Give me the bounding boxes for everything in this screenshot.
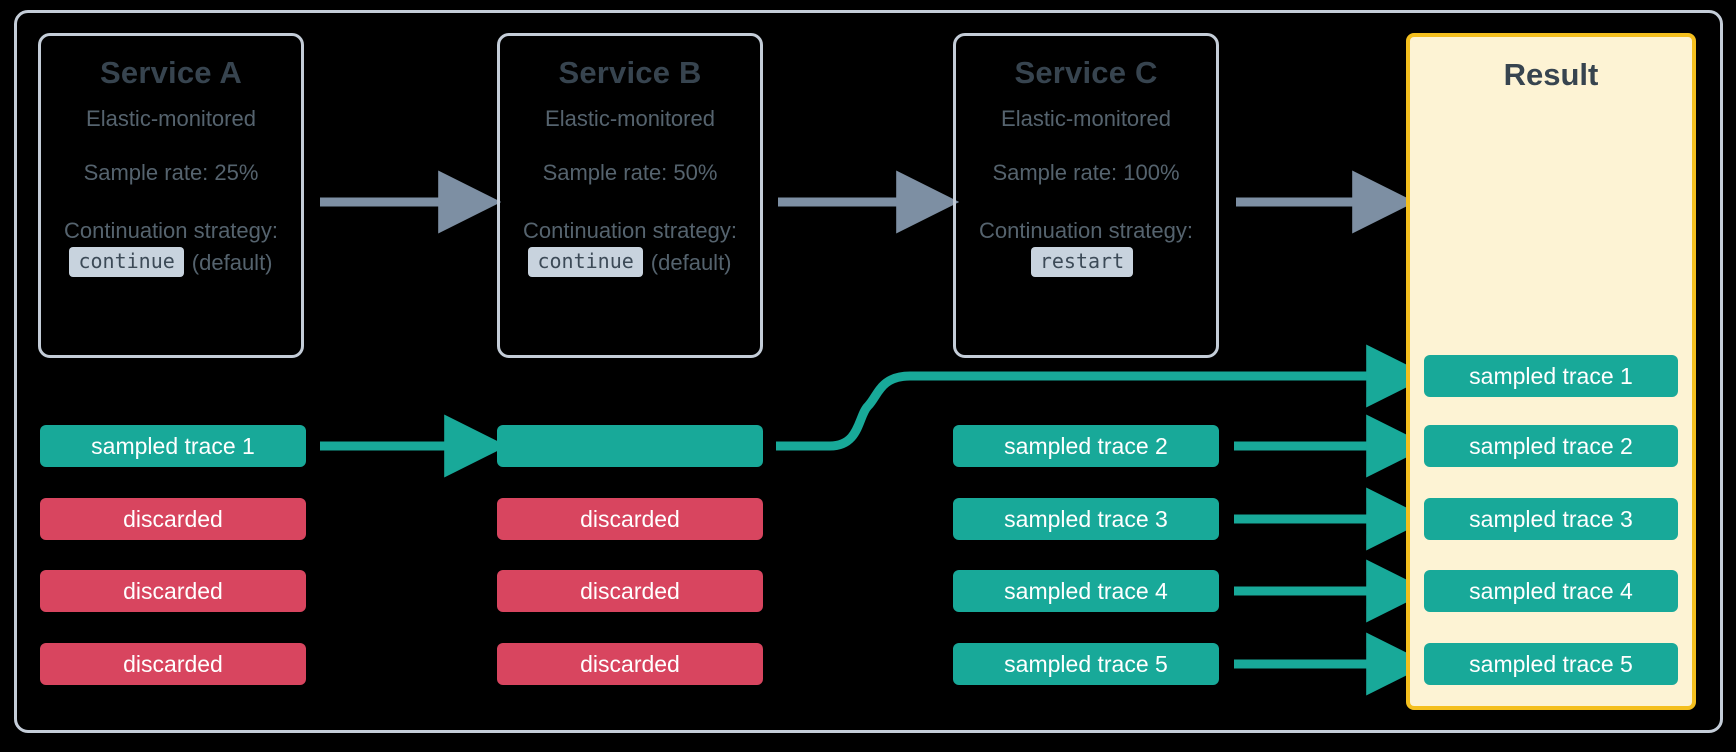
trace-bar-c-3: sampled trace 4 (953, 570, 1219, 612)
result-trace-bar-2: sampled trace 2 (1424, 425, 1678, 467)
service-a-strategy: Continuation strategy: continue (default… (61, 216, 281, 278)
service-a-subtitle: Elastic-monitored (86, 106, 256, 132)
service-a-strategy-value: continue (69, 247, 184, 278)
trace-bar-b-2: discarded (497, 498, 763, 540)
trace-bar-c-1: sampled trace 2 (953, 425, 1219, 467)
service-c-strategy-value: restart (1030, 247, 1134, 278)
trace-bar-c-2: sampled trace 3 (953, 498, 1219, 540)
service-a-strategy-line: continue (default) (61, 247, 281, 278)
service-card-b: Service B Elastic-monitored Sample rate:… (497, 33, 763, 358)
service-c-title: Service C (1014, 55, 1158, 90)
result-panel-title: Result (1503, 57, 1599, 92)
trace-bar-c-4: sampled trace 5 (953, 643, 1219, 685)
result-trace-bar-5: sampled trace 5 (1424, 643, 1678, 685)
service-b-strategy-line: continue (default) (520, 247, 740, 278)
result-trace-bar-3: sampled trace 3 (1424, 498, 1678, 540)
trace-bar-a-4: discarded (40, 643, 306, 685)
service-card-c: Service C Elastic-monitored Sample rate:… (953, 33, 1219, 358)
trace-bar-a-2: discarded (40, 498, 306, 540)
service-b-subtitle: Elastic-monitored (545, 106, 715, 132)
service-b-title: Service B (558, 55, 702, 90)
service-c-strategy-line: restart (976, 247, 1196, 278)
trace-bar-b-1 (497, 425, 763, 467)
service-b-sample-rate: Sample rate: 50% (542, 159, 718, 185)
service-c-strategy: Continuation strategy: restart (976, 216, 1196, 278)
service-a-strategy-note: (default) (191, 249, 273, 275)
service-c-strategy-label: Continuation strategy: (978, 218, 1194, 244)
result-trace-bar-1: sampled trace 1 (1424, 355, 1678, 397)
trace-bar-b-4: discarded (497, 643, 763, 685)
service-a-sample-rate: Sample rate: 25% (83, 159, 259, 185)
service-b-strategy-value: continue (528, 247, 643, 278)
service-card-a: Service A Elastic-monitored Sample rate:… (38, 33, 304, 358)
service-c-subtitle: Elastic-monitored (1001, 106, 1171, 132)
service-a-strategy-label: Continuation strategy: (63, 218, 279, 244)
service-a-title: Service A (100, 55, 242, 90)
service-b-strategy-label: Continuation strategy: (522, 218, 738, 244)
trace-bar-b-3: discarded (497, 570, 763, 612)
result-trace-bar-4: sampled trace 4 (1424, 570, 1678, 612)
trace-bar-a-3: discarded (40, 570, 306, 612)
service-c-sample-rate: Sample rate: 100% (992, 159, 1180, 185)
trace-bar-a-1: sampled trace 1 (40, 425, 306, 467)
service-b-strategy: Continuation strategy: continue (default… (520, 216, 740, 278)
service-b-strategy-note: (default) (650, 249, 732, 275)
